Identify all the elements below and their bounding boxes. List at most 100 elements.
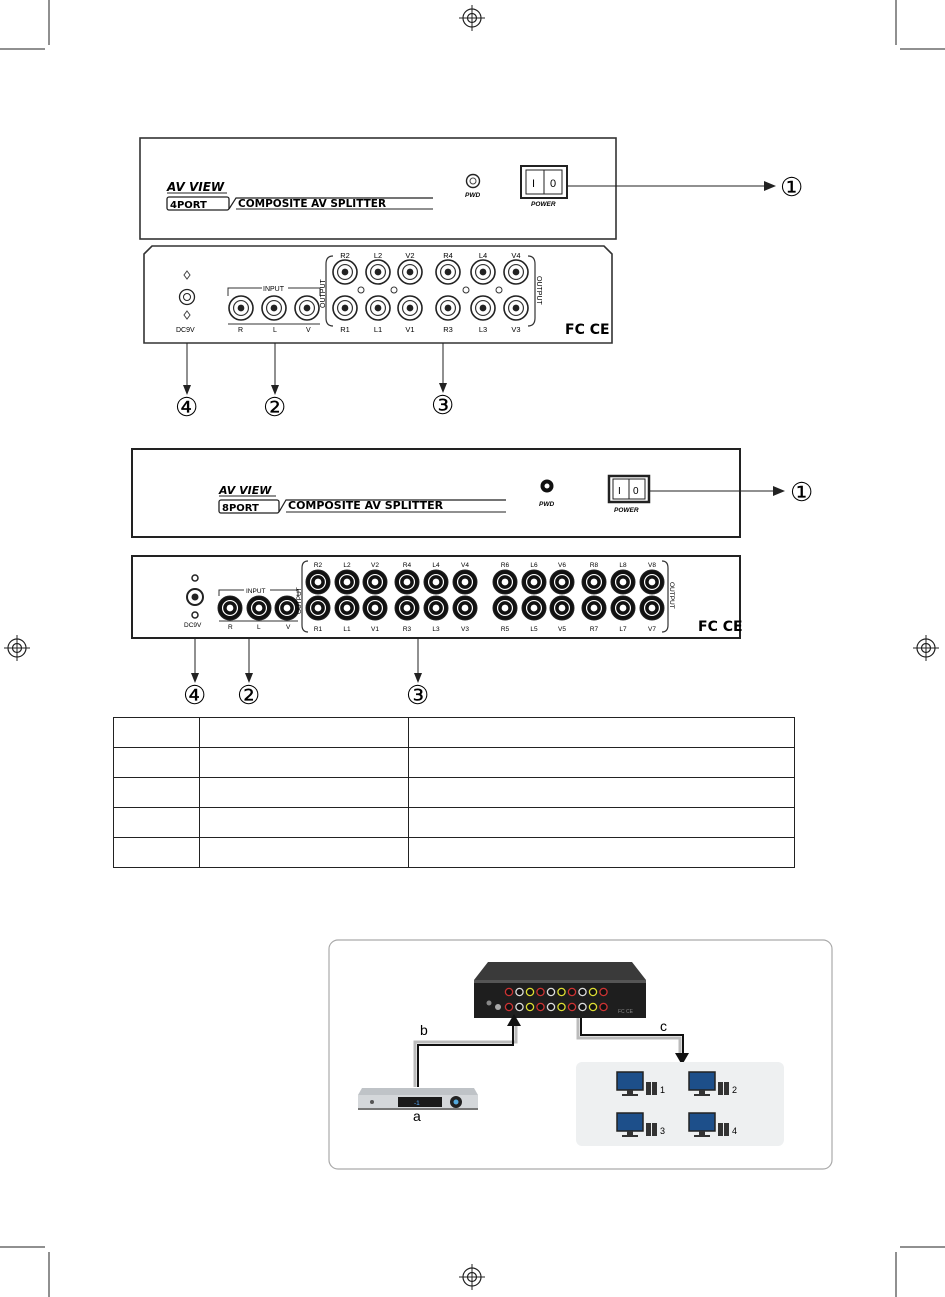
player-display: -1 — [414, 1100, 420, 1107]
svg-text:V: V — [286, 624, 291, 631]
four-port-output-jack-bottom-2 — [397, 295, 423, 321]
svg-text:L: L — [273, 327, 277, 334]
table-cell — [199, 777, 409, 808]
eight-port-top-label-11: V8 — [648, 562, 656, 569]
four-port-output-jack-top-3 — [435, 259, 461, 285]
label-b: b — [420, 1022, 428, 1038]
callout-4-four-port: ④ — [175, 392, 198, 422]
eight-port-output-jack-top-4 — [423, 569, 449, 595]
svg-text:R: R — [228, 624, 233, 631]
four-port-top-label-5: V4 — [511, 251, 520, 260]
four-port-output-label-left: OUTPUT — [320, 279, 327, 309]
eight-port-output-jack-bottom-6 — [492, 595, 518, 621]
monitor-1: 1 — [616, 1071, 665, 1096]
four-port-output-jack-bottom-0 — [332, 295, 358, 321]
eight-port-bottom-label-0: R1 — [314, 626, 323, 633]
eight-port-output-jack-bottom-3 — [394, 595, 420, 621]
splitter-device-image: FC CE — [474, 962, 646, 1018]
table-cell — [113, 837, 200, 868]
four-port-port-badge — [166, 196, 230, 211]
four-port-output-jack-top-5 — [503, 259, 529, 285]
eight-port-output-jack-bottom-0 — [305, 595, 331, 621]
eight-port-output-jack-top-7 — [521, 569, 547, 595]
four-port-top-label-4: L4 — [479, 251, 487, 260]
registration-mark-left — [4, 635, 30, 661]
four-port-output-led-2 — [462, 286, 470, 294]
monitor-3: 3 — [616, 1112, 665, 1137]
eight-port-output-jack-top-9 — [581, 569, 607, 595]
eight-port-top-label-5: V4 — [461, 562, 469, 569]
eight-port-output-jack-bottom-9 — [581, 595, 607, 621]
four-port-port-label: 4PORT — [170, 200, 207, 211]
callout-2-eight-port: ② — [237, 680, 260, 710]
table-cell — [408, 837, 795, 868]
table-cell — [408, 777, 795, 808]
four-port-brand: AV VIEW — [166, 180, 225, 194]
eight-port-top-label-2: V2 — [371, 562, 379, 569]
four-port-output-jack-bottom-5 — [503, 295, 529, 321]
eight-port-led-label: PWD — [539, 501, 554, 508]
monitor-label-4: 4 — [732, 1126, 737, 1136]
svg-text:FC CE: FC CE — [618, 1009, 634, 1015]
eight-port-output-jack-top-11 — [639, 569, 665, 595]
table-cell — [113, 777, 200, 808]
four-port-top-label-3: R4 — [443, 251, 453, 260]
eight-port-front-panel: AV VIEW 8PORT COMPOSITE AV SPLITTER PWD … — [131, 448, 813, 538]
eight-port-output-jack-top-6 — [492, 569, 518, 595]
four-port-dc-jack: DC9V — [176, 270, 196, 334]
cable-c — [576, 1018, 682, 1055]
eight-port-product-name: COMPOSITE AV SPLITTER — [288, 499, 444, 512]
four-port-cert-mark: FC CE — [565, 322, 610, 338]
four-port-top-label-2: V2 — [405, 251, 414, 260]
four-port-led-label: PWD — [465, 192, 480, 199]
eight-port-output-jack-bottom-4 — [423, 595, 449, 621]
eight-port-top-label-10: L8 — [619, 562, 627, 569]
table-cell — [199, 717, 409, 748]
eight-port-output-jack-bottom-2 — [362, 595, 388, 621]
four-port-output-led-1 — [390, 286, 398, 294]
table-cell — [113, 717, 200, 748]
eight-port-output-jack-top-2 — [362, 569, 388, 595]
eight-port-bottom-label-5: V3 — [461, 626, 469, 633]
four-port-output-led-0 — [357, 286, 365, 294]
four-port-bottom-label-0: R1 — [340, 325, 350, 334]
eight-port-top-label-0: R2 — [314, 562, 323, 569]
eight-port-port-badge — [218, 499, 280, 514]
eight-port-bottom-label-2: V1 — [371, 626, 379, 633]
eight-port-output-jack-top-3 — [394, 569, 420, 595]
four-port-bottom-label-1: L1 — [374, 325, 382, 334]
eight-port-dc-label: DC9V — [184, 622, 202, 629]
cable-b — [413, 1024, 518, 1087]
eight-port-top-label-3: R4 — [403, 562, 412, 569]
four-port-input-jack-1 — [261, 295, 287, 321]
eight-port-bottom-label-11: V7 — [648, 626, 656, 633]
four-port-output-jack-bottom-3 — [435, 295, 461, 321]
table-row — [113, 807, 795, 838]
table-row — [113, 837, 795, 868]
eight-port-port-label: 8PORT — [222, 503, 259, 514]
table-cell — [199, 837, 409, 868]
four-port-output-jack-top-4 — [470, 259, 496, 285]
four-port-input-jack-0 — [228, 295, 254, 321]
four-port-input-label: INPUT — [263, 286, 285, 293]
eight-port-top-label-9: R8 — [590, 562, 599, 569]
four-port-dc-label: DC9V — [176, 327, 195, 334]
svg-text:I: I — [618, 486, 621, 497]
eight-port-output-label-left: OUTPUT — [296, 587, 303, 614]
eight-port-input-jack-1 — [246, 595, 272, 621]
four-port-output-led-3 — [495, 286, 503, 294]
eight-port-output-jack-bottom-10 — [610, 595, 636, 621]
registration-mark-right — [913, 635, 939, 661]
four-port-bottom-label-3: R3 — [443, 325, 453, 334]
table-row — [113, 717, 795, 748]
eight-port-cert-mark: FC CE — [698, 619, 743, 635]
four-port-front-panel: AV VIEW 4PORT COMPOSITE AV SPLITTER PWD … — [139, 137, 803, 240]
eight-port-output-jack-bottom-5 — [452, 595, 478, 621]
monitor-area — [576, 1062, 784, 1146]
label-a: a — [413, 1108, 421, 1124]
callout-1-eight-port: ① — [790, 477, 813, 507]
table-row — [113, 747, 795, 778]
